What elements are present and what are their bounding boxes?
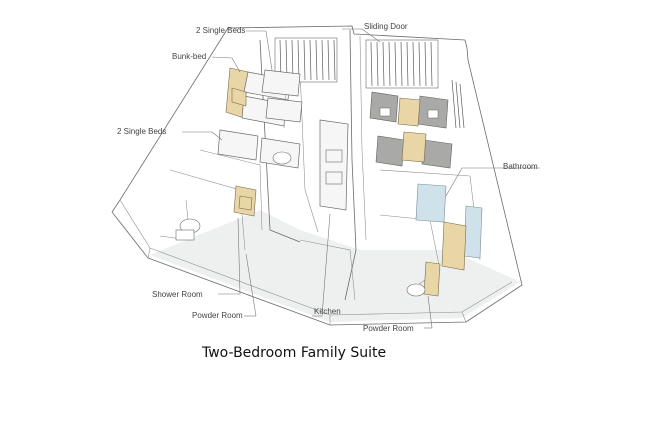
label-bunk-bed: Bunk-bed: [172, 52, 207, 61]
single-beds-mid: [217, 129, 301, 217]
window-slats-right: [365, 39, 439, 89]
window-slats-side: [451, 79, 465, 129]
label-bathroom: Bathroom: [503, 162, 538, 171]
label-powder-room-left: Powder Room: [192, 311, 243, 320]
outer-walls: [111, 25, 523, 326]
leader-lines: [182, 28, 540, 329]
label-kitchen: Kitchen: [314, 307, 341, 316]
shower-room-fixtures: [175, 218, 201, 241]
bathtub: [415, 183, 483, 271]
label-two-single-beds-top: 2 Single Beds: [196, 26, 246, 35]
single-beds-top: [261, 69, 303, 123]
label-two-single-beds-mid: 2 Single Beds: [117, 127, 167, 136]
diagram-caption: Two-Bedroom Family Suite: [202, 345, 387, 361]
powder-room-right-fixtures: [406, 261, 441, 297]
dining-set: [369, 91, 453, 169]
label-sliding-door: Sliding Door: [364, 22, 408, 31]
label-powder-room-right: Powder Room: [363, 324, 414, 333]
kitchen-counter: [319, 119, 349, 211]
label-shower-room: Shower Room: [152, 290, 203, 299]
